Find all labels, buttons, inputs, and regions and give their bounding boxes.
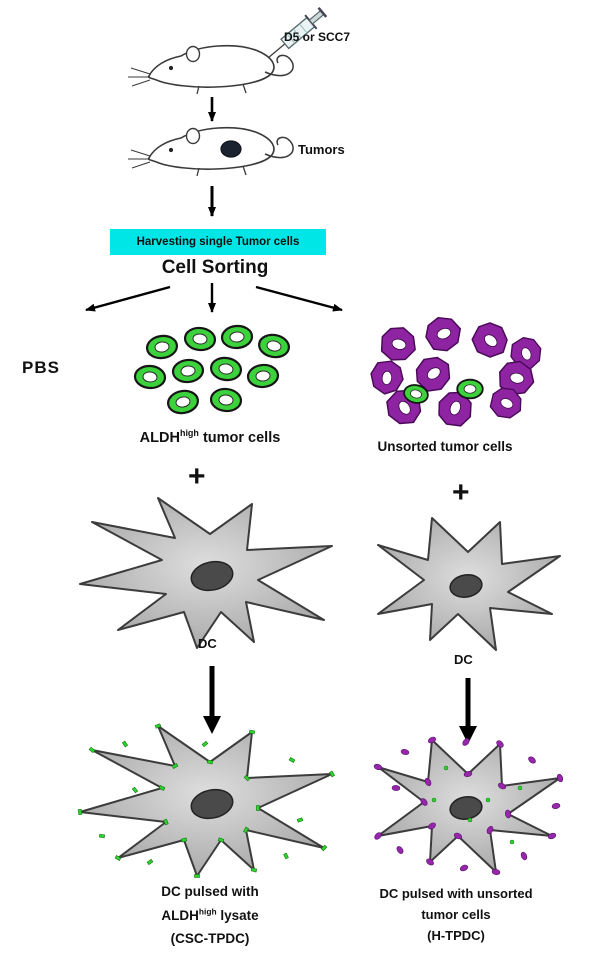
pbs-label: PBS <box>22 358 60 377</box>
h-tpdc-label: DC pulsed with unsorted tumor cells (H-T… <box>345 884 567 946</box>
h-tpdc-line3: (H-TPDC) <box>427 927 485 943</box>
csc-tpdc-label: DC pulsed with ALDHhigh lysate (CSC-TPDC… <box>105 880 315 951</box>
h-tpdc-line1: DC pulsed with unsorted <box>379 886 533 901</box>
syringe-icon <box>267 6 328 59</box>
csc-tpdc-line2: ALDHhigh lysate <box>161 906 259 923</box>
csc-tpdc-line3: (CSC-TPDC) <box>170 931 250 947</box>
h-tpdc-line2: tumor cells <box>421 906 491 922</box>
unsorted-cell-cluster <box>368 311 547 433</box>
dc-right-label: DC <box>454 652 473 667</box>
tumors-label: Tumors <box>298 142 345 157</box>
mouse-icon <box>127 44 294 95</box>
arrow-pulse-right <box>459 678 477 744</box>
aldh-cells-label: ALDHhigh tumor cells <box>108 428 312 446</box>
green-antigen-dots <box>77 723 335 878</box>
injection-label: D5 or SCC7 <box>284 30 351 44</box>
arrow-sort-right <box>255 285 343 312</box>
aldh-label-sup: high <box>179 428 199 438</box>
tumor-mouse-icon <box>127 126 294 177</box>
aldh-label-suffix: tumor cells <box>198 429 281 446</box>
harvest-banner: Harvesting single Tumor cells <box>110 229 326 255</box>
plus-left: + <box>188 460 206 493</box>
aldh-cell-cluster <box>133 323 292 417</box>
pulsed-dc-left <box>77 723 335 878</box>
cell-sorting-label: Cell Sorting <box>161 257 269 278</box>
dc-cell-left <box>79 497 333 649</box>
aldh-label-text: ALDH <box>139 429 180 446</box>
pulsed-dc-right <box>373 736 564 875</box>
dc-cell-right <box>377 517 561 651</box>
green-antigen-dots-right <box>431 765 523 845</box>
unsorted-cells-label: Unsorted tumor cells <box>377 439 513 454</box>
purple-antigen-dots <box>373 736 564 875</box>
dc-left-label: DC <box>198 636 217 651</box>
csc-tpdc-line1: DC pulsed with <box>161 884 259 899</box>
plus-right: + <box>452 476 470 509</box>
arrow-pulse-left <box>203 666 221 734</box>
arrow-sort-left <box>85 285 171 312</box>
tumor-spot <box>220 140 242 158</box>
